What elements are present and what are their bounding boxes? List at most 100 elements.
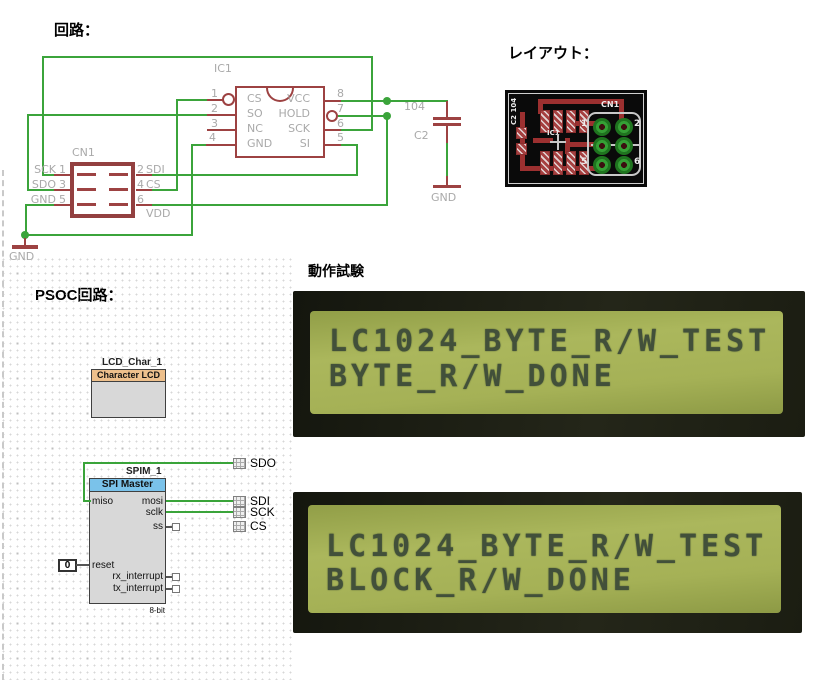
pcb-smd-pad xyxy=(566,151,576,175)
cn1-num-6: 6 xyxy=(137,193,144,206)
spim-pin-mosi: mosi xyxy=(141,496,163,507)
wire-sdo-psoc xyxy=(83,462,233,464)
wire-sdo-vert xyxy=(27,114,29,191)
cn1-stub xyxy=(77,173,96,176)
pin-label-sck: SCK xyxy=(250,505,275,519)
gnd-symbol-bar xyxy=(12,245,38,249)
pcb-pad-num-2: 2 xyxy=(634,119,641,129)
cn1-pin6-lead xyxy=(136,204,152,206)
spim-tx-stub xyxy=(166,588,172,590)
pcb-trace xyxy=(533,138,553,143)
pcb-trace xyxy=(565,142,595,147)
lcd-photo-1: LC1024_BYTE_R/W_TEST BYTE_R/W_DONE xyxy=(293,291,805,437)
junction-hold xyxy=(383,112,391,120)
pcb-pad-num-5: 5 xyxy=(581,157,588,167)
junction-vcc xyxy=(383,97,391,105)
ic1-pin4-num: 4 xyxy=(209,131,216,144)
cn1-pin3-lead xyxy=(54,189,70,191)
ic1-pin7-num: 7 xyxy=(337,102,344,115)
spim-pin-ss: ss xyxy=(153,521,163,532)
wire-sck-right-vert xyxy=(371,56,373,130)
pcb-hole-pad-2 xyxy=(615,118,633,136)
cn1-num-5: 5 xyxy=(59,193,66,206)
pcb-smd-pad xyxy=(540,151,550,175)
heading-circuit: 回路： xyxy=(54,22,100,39)
cn1-pin2-lead xyxy=(136,174,152,176)
lcd-screen-1: LC1024_BYTE_R/W_TEST BYTE_R/W_DONE xyxy=(310,311,783,414)
pcb-c2-pad xyxy=(516,127,527,139)
wire-sclk xyxy=(166,511,233,513)
spim-component[interactable]: SPI Master xyxy=(89,478,166,604)
wire-sck-pin6 xyxy=(341,129,373,131)
cn1-stub xyxy=(109,188,128,191)
pcb-layout-image: CN1 IC1 1 2 5 6 C2 104 xyxy=(505,90,647,187)
pcb-pad-num-6: 6 xyxy=(634,157,641,167)
pcb-smd-pad xyxy=(540,110,550,133)
wire-gnd-pin4 xyxy=(191,144,207,146)
c2-lead-top xyxy=(446,101,448,117)
c2-plate-bottom xyxy=(433,123,461,126)
spim-rx-stub xyxy=(166,576,172,578)
ic1-label-nc: NC xyxy=(247,122,263,135)
pcb-hole-pad-4 xyxy=(615,137,633,155)
cn1-num-3: 3 xyxy=(59,178,66,191)
cn1-label-cs: CS xyxy=(146,178,161,191)
pin-terminal-sdi[interactable] xyxy=(233,496,246,507)
ic1-pin5-lead xyxy=(325,144,341,146)
ic1-pin8-lead xyxy=(325,100,341,102)
wire-sdi-horiz xyxy=(152,174,358,176)
ic1-label-so: SO xyxy=(247,107,263,120)
logic-low-constant[interactable]: 0 xyxy=(58,559,77,572)
lcd-screen-2: LC1024_BYTE_R/W_TEST BLOCK_R/W_DONE xyxy=(308,505,781,613)
c2-gnd-bar xyxy=(433,185,461,188)
ic1-pin7-bubble xyxy=(326,110,338,122)
pcb-trace xyxy=(520,112,525,170)
cn1-pin4-lead xyxy=(136,189,152,191)
cn1-ref: CN1 xyxy=(72,146,95,159)
junction-gnd xyxy=(21,231,29,239)
spim-ss-stub xyxy=(166,526,172,528)
lcd-component[interactable]: Character LCD xyxy=(91,369,166,418)
pin-terminal-cs[interactable] xyxy=(233,521,246,532)
lcd1-line1: LC1024_BYTE_R/W_TEST xyxy=(329,324,771,359)
cn1-stub xyxy=(109,203,128,206)
cn1-label-sdo: SDO xyxy=(31,178,56,191)
wire-miso-vert xyxy=(83,462,85,502)
heading-layout: レイアウト： xyxy=(508,45,599,62)
spim-pin-miso: miso xyxy=(92,496,114,507)
ic1-pin3-num: 3 xyxy=(211,117,218,130)
wire-sck-top xyxy=(42,56,372,58)
cn1-pin5-lead xyxy=(54,204,70,206)
gnd-symbol-stem xyxy=(24,238,26,246)
ic1-label-vcc: VCC xyxy=(287,92,310,105)
pcb-trace xyxy=(619,99,624,122)
ic1-ref: IC1 xyxy=(214,62,232,75)
lcd-instance-name: LCD_Char_1 xyxy=(102,357,163,368)
cn1-num-2: 2 xyxy=(137,163,144,176)
pin-terminal-sdo[interactable] xyxy=(233,458,246,469)
pcb-c2-ref: C2 xyxy=(510,114,518,125)
pin-terminal-sck[interactable] xyxy=(233,507,246,518)
lcd1-line2: BYTE_R/W_DONE xyxy=(329,359,616,394)
pcb-hole-pad-6 xyxy=(615,156,633,174)
lcd2-line2: BLOCK_R/W_DONE xyxy=(326,563,635,598)
pcb-c2-label: C2 104 xyxy=(510,95,518,125)
spim-component-header: SPI Master xyxy=(90,479,165,492)
ic1-pin1-bubble xyxy=(222,93,235,106)
pcb-smd-pad xyxy=(553,110,563,133)
reset-wire xyxy=(76,564,89,566)
wire-cs-pin1 xyxy=(176,99,208,101)
wire-gnd-right-vert xyxy=(191,145,193,236)
lcd2-line1: LC1024_BYTE_R/W_TEST xyxy=(326,529,768,564)
ic1-pin2-lead xyxy=(207,114,235,116)
ic1-pin8-num: 8 xyxy=(337,87,344,100)
wire-c2-gnd xyxy=(446,143,448,176)
pcb-trace xyxy=(538,99,624,104)
ic1-pin5-num: 5 xyxy=(337,131,344,144)
pcb-crosshair-v xyxy=(557,134,559,150)
pcb-smd-pad xyxy=(566,110,576,133)
cn1-label-vdd: VDD xyxy=(146,207,171,220)
cn1-label-sdi: SDI xyxy=(146,163,165,176)
spim-rx-terminal xyxy=(172,573,180,581)
